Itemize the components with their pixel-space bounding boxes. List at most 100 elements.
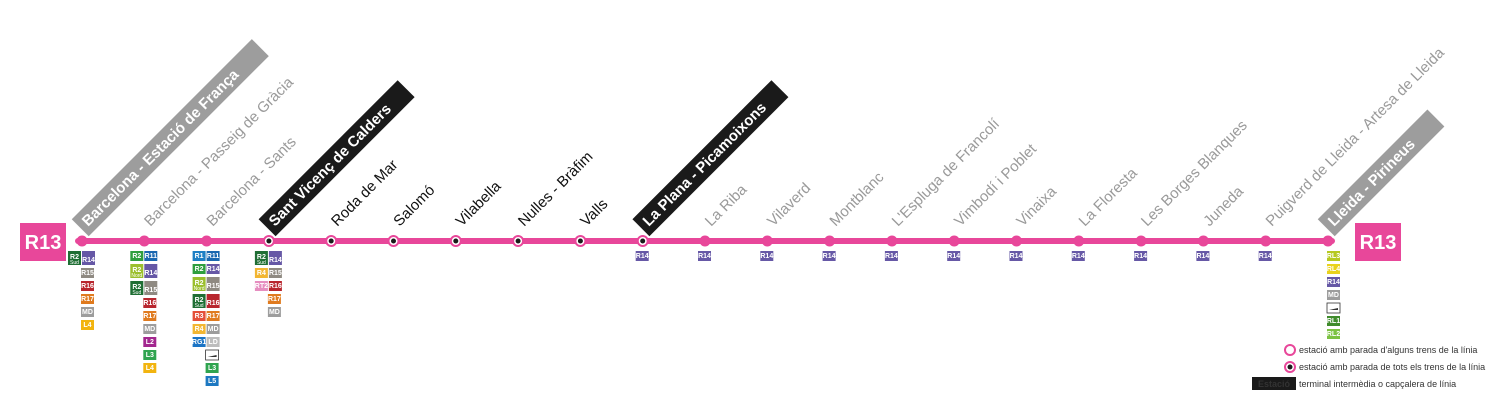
station-1-badge-2-1 bbox=[144, 281, 158, 295]
station-1-badge-sub-1-0: Nord bbox=[131, 273, 142, 279]
legend-terminal-box-label: Estació bbox=[1258, 379, 1291, 389]
station-0-badge-label-0-0: R2 bbox=[70, 254, 79, 261]
station-20-badge-label-6-0: RL2 bbox=[1327, 331, 1340, 338]
station-10-name: La Riba bbox=[702, 181, 751, 230]
station-18-badge-label-0-0: R14 bbox=[1196, 253, 1209, 260]
station-1-badge-label-1-0: R2 bbox=[132, 267, 141, 274]
station-19-badge-0-0 bbox=[1258, 251, 1272, 261]
station-2-badge-3-0 bbox=[192, 294, 206, 308]
station-3-badge-label-2-0: RT2 bbox=[255, 283, 268, 290]
station-16-badge-label-0-0: R14 bbox=[1072, 253, 1085, 260]
station-3-badge-label-1-1: R15 bbox=[269, 270, 282, 277]
station-1-badge-label-5-0: MD bbox=[144, 326, 155, 333]
station-2-badge-label-0-0: R1 bbox=[195, 253, 204, 260]
station-1-badge-7-0 bbox=[143, 350, 157, 360]
station-3-badge-4-0 bbox=[267, 307, 281, 317]
station-3-badge-2-1 bbox=[268, 281, 282, 291]
legend-ring-icon bbox=[1284, 344, 1296, 356]
station-11-badge-label-0-0: R14 bbox=[760, 253, 773, 260]
station-3-name: Sant Vicenç de Calders bbox=[266, 101, 395, 230]
line-badge-left-label: R13 bbox=[25, 232, 62, 254]
station-2-badge-label-5-1: MD bbox=[208, 326, 219, 333]
station-8-marker-center bbox=[577, 238, 583, 244]
station-3-badge-label-4-0: MD bbox=[269, 309, 280, 316]
station-11-badge-0-0 bbox=[760, 251, 774, 261]
station-3-badge-0-1 bbox=[268, 251, 282, 265]
station-17-marker bbox=[1135, 235, 1147, 247]
legend-terminal-box bbox=[1252, 377, 1296, 390]
station-5-marker-center bbox=[391, 238, 396, 244]
station-13-badge-label-0-0: R14 bbox=[885, 253, 898, 260]
station-19-marker bbox=[1260, 235, 1272, 247]
station-2-badge-label-6-1: LD bbox=[208, 339, 217, 346]
station-3-badge-2-0 bbox=[254, 281, 268, 291]
station-0-badge-0-1 bbox=[82, 251, 95, 265]
station-20-badge-0-0 bbox=[1327, 251, 1340, 261]
station-20-badge-label-0-0: RL3 bbox=[1327, 253, 1340, 260]
station-2-badge-1-0 bbox=[192, 264, 206, 274]
station-3-badge-label-1-0: R4 bbox=[257, 270, 266, 277]
train-icon bbox=[1329, 308, 1338, 310]
station-2-badge-5-0 bbox=[192, 324, 206, 334]
station-3-badge-3-0 bbox=[267, 294, 281, 304]
station-20-badge-label-2-0: R14 bbox=[1327, 279, 1340, 286]
station-1-badge-2-0 bbox=[130, 281, 144, 295]
station-1-badge-1-0 bbox=[130, 264, 144, 278]
station-2-badge-label-9-0: L5 bbox=[208, 378, 216, 385]
station-7-marker-center bbox=[515, 238, 521, 244]
station-20-badge-6-0 bbox=[1327, 329, 1340, 339]
station-20-badge-4-0 bbox=[1326, 302, 1341, 314]
station-10-badge-label-0-0: R14 bbox=[698, 253, 711, 260]
station-1-badge-label-6-0: L2 bbox=[146, 339, 154, 346]
station-1-badge-label-8-0: L4 bbox=[146, 365, 154, 372]
station-1-badge-3-0 bbox=[143, 298, 157, 308]
station-17-badge-label-0-0: R14 bbox=[1134, 253, 1147, 260]
station-1-badge-label-2-0: R2 bbox=[132, 284, 141, 291]
station-15-badge-label-0-0: R14 bbox=[1010, 253, 1023, 260]
station-1-badge-8-0 bbox=[143, 363, 157, 373]
station-2-badge-0-0 bbox=[192, 251, 206, 261]
station-0-badge-1-0 bbox=[81, 268, 94, 278]
station-0-badge-label-4-0: MD bbox=[82, 309, 93, 316]
station-9-name: La Plana - Picamoixons bbox=[640, 99, 771, 230]
station-13-marker bbox=[886, 235, 898, 247]
station-2-badge-label-2-0: R2 bbox=[195, 280, 204, 287]
station-9-label-box bbox=[632, 80, 789, 237]
legend-dot-center bbox=[1287, 364, 1293, 370]
legend-text-2: terminal intermèdia o capçalera de línia bbox=[1299, 379, 1456, 389]
station-1-badge-0-1 bbox=[144, 251, 158, 261]
station-2-badge-label-3-1: R16 bbox=[207, 300, 220, 307]
station-20-badge-label-5-0: RL1 bbox=[1327, 318, 1340, 325]
station-13-badge-0-0 bbox=[884, 251, 898, 261]
station-2-marker bbox=[201, 235, 213, 247]
station-18-badge-0-0 bbox=[1196, 251, 1210, 261]
station-0-badge-3-0 bbox=[81, 294, 94, 304]
station-2-badge-label-0-1: R11 bbox=[207, 253, 220, 260]
station-2-badge-sub-3-0: Sud bbox=[195, 303, 204, 309]
station-3-badge-label-3-0: R17 bbox=[268, 296, 281, 303]
station-18-marker bbox=[1197, 235, 1209, 247]
station-3-badge-label-2-1: R16 bbox=[269, 283, 282, 290]
station-12-label: Montblanc bbox=[826, 169, 887, 230]
station-20-label-box bbox=[1317, 109, 1445, 237]
station-15-badge-0-0 bbox=[1009, 251, 1023, 261]
station-20-badge-3-0 bbox=[1327, 290, 1340, 300]
station-2-badge-8-0 bbox=[205, 363, 219, 373]
station-0-badge-4-0 bbox=[81, 307, 94, 317]
station-2-badge-sub-2-0: Nord bbox=[194, 286, 205, 292]
station-10-label: La Riba bbox=[702, 181, 751, 230]
station-10-badge-0-0 bbox=[698, 251, 711, 261]
line-badge-right bbox=[1355, 223, 1401, 261]
station-1-badge-5-0 bbox=[143, 324, 157, 334]
station-13-label: L'Espluga de Francolí bbox=[889, 115, 1004, 230]
station-2-badge-2-1 bbox=[206, 277, 220, 291]
station-2-badge-label-5-0: R4 bbox=[195, 326, 204, 333]
station-2-badge-9-0 bbox=[205, 376, 219, 386]
station-3-badge-label-0-1: R14 bbox=[269, 257, 282, 264]
station-10-marker bbox=[699, 235, 711, 247]
station-0-badge-label-2-0: R16 bbox=[81, 283, 94, 290]
station-2-badge-3-1 bbox=[206, 294, 220, 308]
station-2-badge-label-4-1: R17 bbox=[207, 313, 220, 320]
station-11-name: Vilaverd bbox=[764, 180, 814, 230]
